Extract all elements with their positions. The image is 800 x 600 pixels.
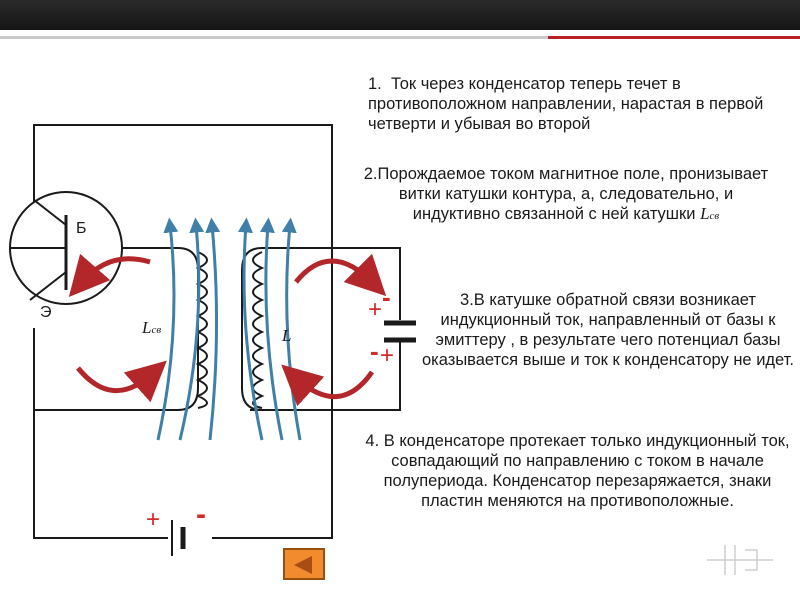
- step-2-body: Порождаемое током магнитное поле, прониз…: [377, 165, 769, 223]
- capacitor-plus-bottom: +: [380, 342, 395, 369]
- capacitor-plus-top: +: [368, 296, 383, 323]
- step-4-number: 4.: [365, 432, 380, 450]
- step-2-text: 2.Порождаемое током магнитное поле, прон…: [356, 164, 776, 226]
- step-1-number: 1.: [368, 75, 382, 93]
- feedback-coil-label: Lсв: [142, 318, 161, 338]
- emitter-label: Э: [40, 304, 52, 321]
- feedback-coil-symbol: L: [142, 318, 152, 337]
- battery-plus: +: [146, 506, 161, 533]
- feedback-coil-subscript: св: [151, 324, 162, 336]
- step-1-text: 1. Ток через конденсатор теперь течет в …: [368, 74, 768, 134]
- main-coil: [252, 251, 265, 409]
- capacitor-minus-bottom: -: [370, 336, 379, 366]
- back-button[interactable]: [283, 548, 325, 580]
- header-stripe: [0, 36, 800, 39]
- header-accent-stripe: [548, 36, 800, 39]
- step-2-symbol: L: [700, 204, 710, 223]
- step-1-body: Ток через конденсатор теперь течет в про…: [368, 75, 764, 133]
- current-arrows: [68, 253, 387, 407]
- step-3-text: 3.В катушке обратной связи возникает инд…: [420, 290, 796, 370]
- transistor: [9, 191, 123, 305]
- step-3-number: 3.: [460, 291, 474, 309]
- step-4-text: 4. В конденсаторе протекает только индук…: [355, 431, 800, 511]
- back-arrow-icon: [294, 556, 312, 574]
- capacitor-minus-top: -: [382, 282, 391, 312]
- step-3-body: В катушке обратной связи возникает индук…: [422, 291, 794, 369]
- step-2-subscript: св: [709, 210, 720, 222]
- title-bar: [0, 0, 800, 30]
- step-2-number: 2.: [363, 165, 378, 183]
- base-label: Б: [76, 220, 87, 237]
- capacitor: [384, 320, 416, 343]
- battery: [171, 520, 186, 556]
- main-coil-label: L: [282, 326, 292, 345]
- nav-corner-mark: [707, 545, 773, 575]
- magnetic-field-lines: [156, 217, 302, 441]
- step-4-body: В конденсаторе протекает только индукцио…: [383, 432, 790, 510]
- battery-minus: -: [196, 498, 206, 531]
